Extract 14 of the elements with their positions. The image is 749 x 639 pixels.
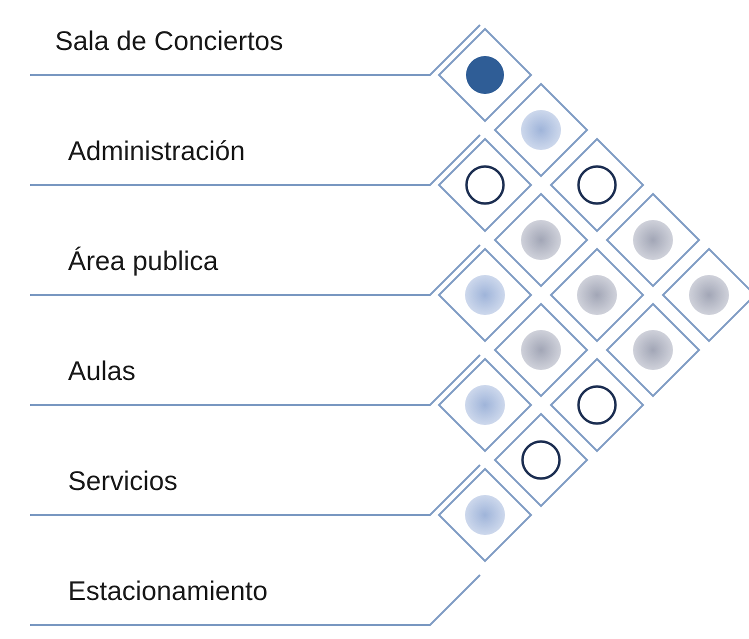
- row-label: Administración: [68, 135, 246, 167]
- matrix-cell: [493, 412, 589, 508]
- matrix-cell: [437, 357, 533, 453]
- matrix-cell: [605, 302, 701, 398]
- row-label: Estacionamiento: [68, 575, 268, 607]
- matrix-cell: [437, 137, 533, 233]
- row-label: Sala de Conciertos: [55, 25, 284, 57]
- row-label: Servicios: [68, 465, 178, 497]
- row-label: Área publica: [68, 245, 218, 277]
- row-label: Aulas: [68, 355, 136, 387]
- matrix-cell: [549, 357, 645, 453]
- matrix-cell: [437, 467, 533, 563]
- matrix-cell: [437, 27, 533, 123]
- matrix-cell: [437, 247, 533, 343]
